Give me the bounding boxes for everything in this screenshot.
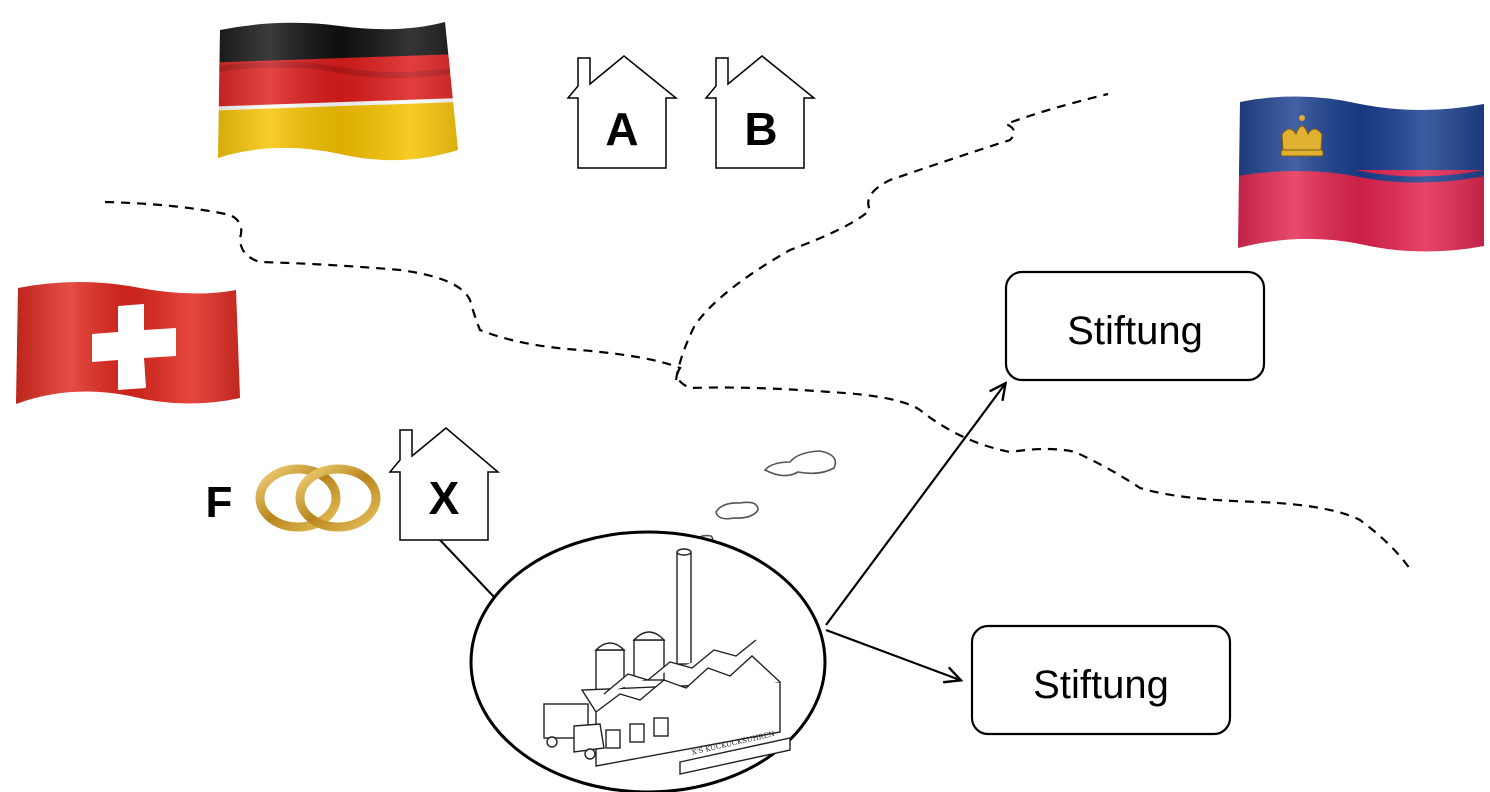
person-f-label: F: [206, 478, 233, 527]
foundation-box-2-label: Stiftung: [1033, 663, 1169, 707]
foundation-box-1: Stiftung: [1004, 270, 1266, 382]
border-austria-liechtenstein: [674, 92, 1109, 381]
country-borders: [104, 92, 1413, 573]
house-a-label: A: [605, 103, 638, 155]
house-a: A: [566, 55, 679, 169]
house-b: B: [704, 55, 817, 169]
factory-icon: [543, 548, 791, 775]
germany-flag: [218, 22, 458, 161]
arrow-factory-foundation-2: [825, 628, 960, 680]
border-germany-switzerland: [104, 200, 1413, 573]
wedding-rings-icon: [240, 443, 388, 551]
switzerland-flag: [16, 282, 240, 404]
factory: X'S KUCKUCKSUHREN: [469, 530, 827, 792]
swiss-cross-icon: [92, 304, 176, 390]
foundation-box-2: Stiftung: [970, 624, 1232, 736]
house-b-label: B: [744, 103, 777, 155]
connector-x-factory: [439, 539, 496, 599]
smoke-icon: [694, 450, 837, 546]
house-x-label: X: [429, 472, 460, 524]
house-x: X: [388, 427, 501, 541]
crown-icon: [1280, 115, 1324, 157]
foundation-box-1-label: Stiftung: [1067, 309, 1203, 353]
liechtenstein-flag: [1238, 96, 1484, 252]
arrow-factory-foundation-1: [825, 384, 1005, 626]
